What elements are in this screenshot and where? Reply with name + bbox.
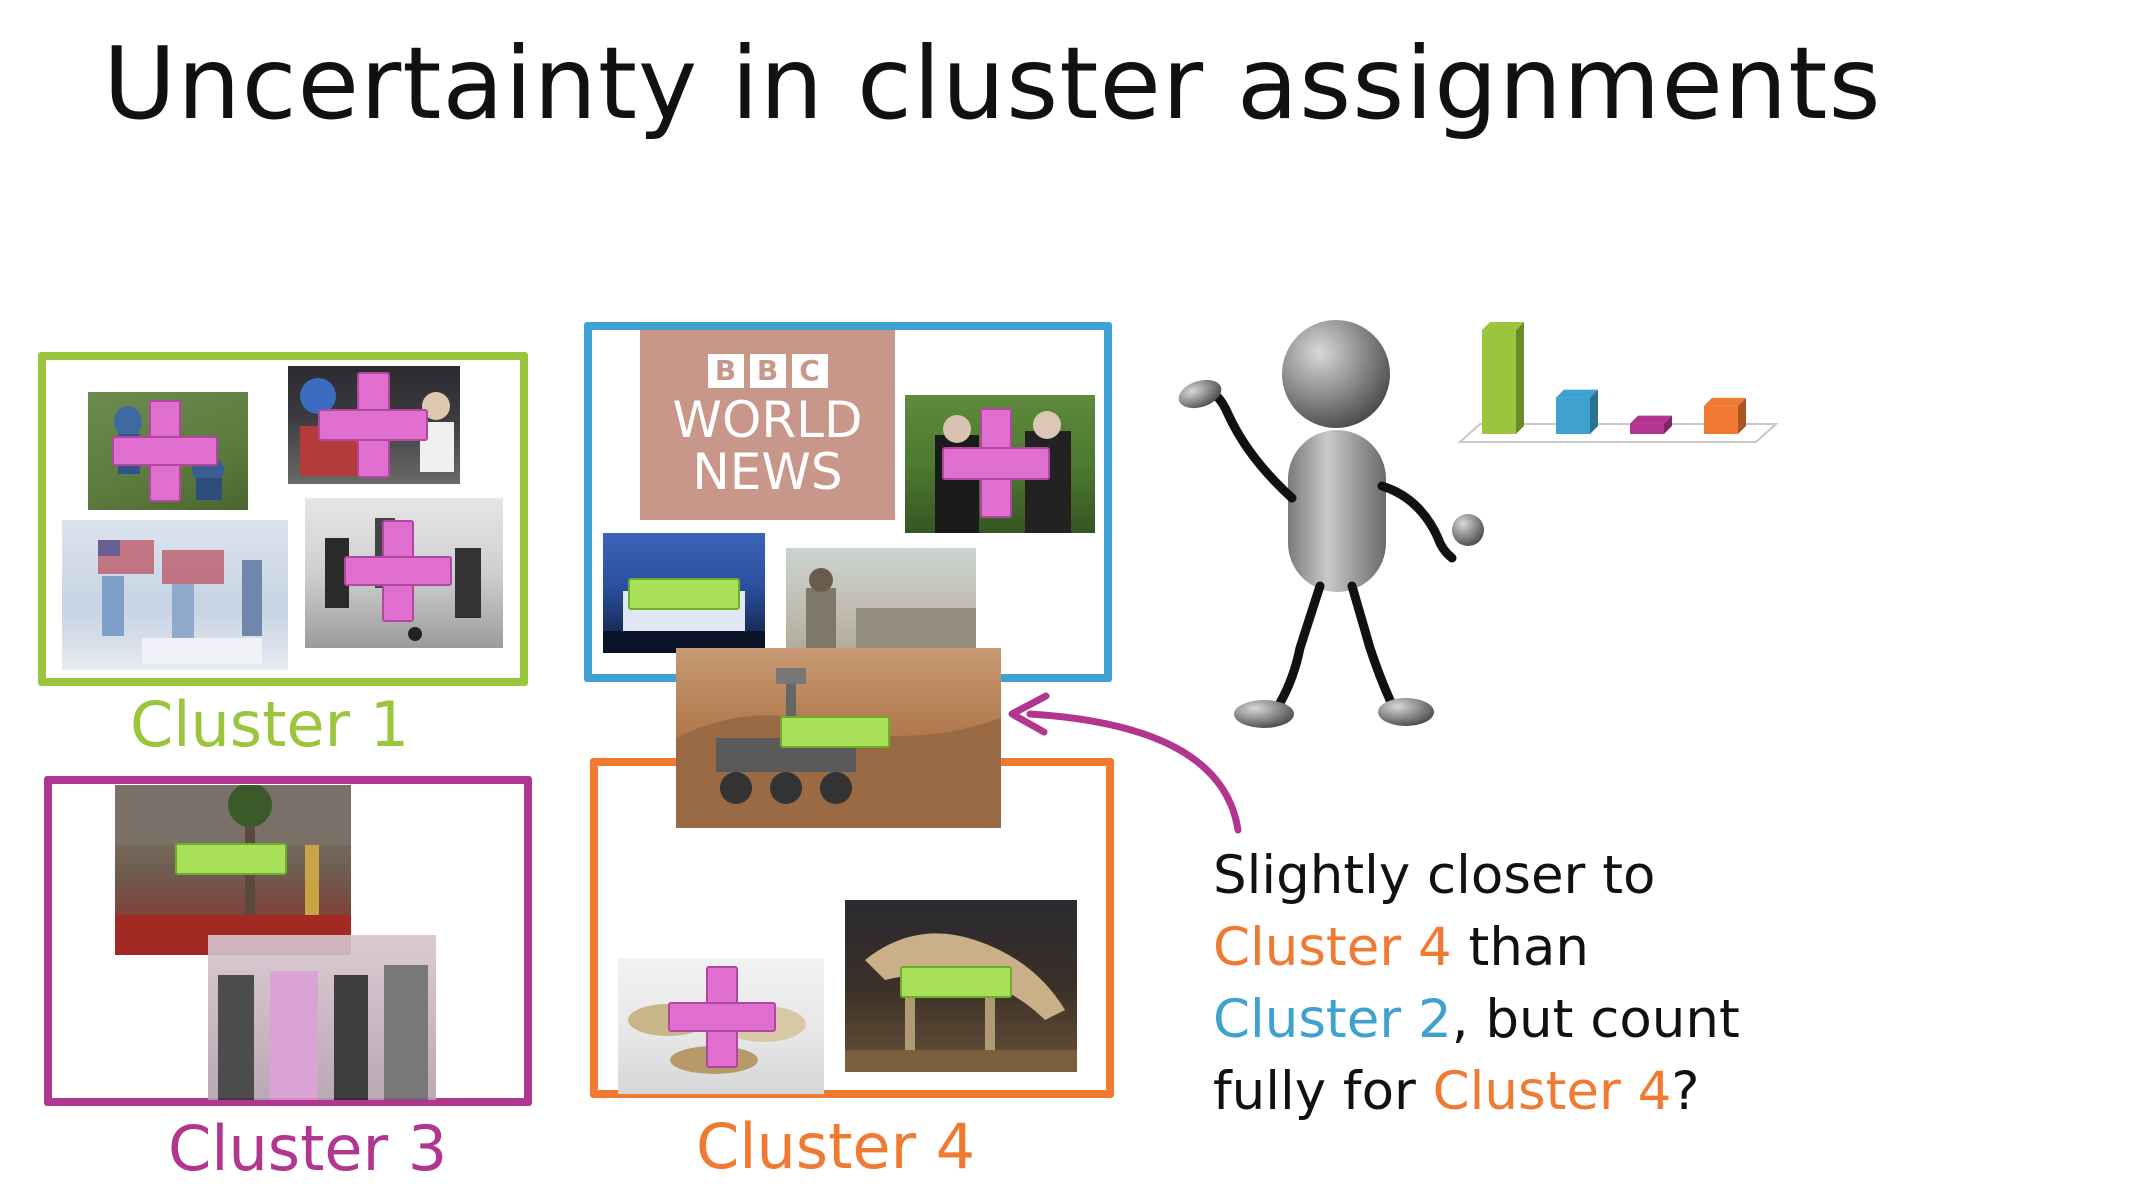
minus-icon [900,966,1012,998]
question-text-part: ? [1671,1061,1700,1122]
slide-title: Uncertainty in cluster assignments [103,25,1882,142]
minus-icon [175,843,287,875]
minus-icon [780,716,890,748]
bbc-block: C [791,354,828,388]
bar-1 [1482,322,1524,434]
cluster-2-mention: Cluster 2 [1213,989,1452,1050]
bar-3 [1630,415,1672,434]
plus-icon [318,372,428,478]
plus-icon [344,520,452,622]
figure-left-leg [1275,581,1325,708]
plus-icon [112,400,218,502]
figure-right-leg [1347,581,1395,705]
question-text-part: , but count [1451,989,1740,1050]
cluster-3-label: Cluster 3 [168,1112,448,1185]
plus-icon [668,966,776,1068]
bbc-block: B [749,354,786,388]
ski-podium-photo [62,520,288,670]
question-text-part: fully for [1213,1061,1433,1122]
boxers-graphic [300,378,454,476]
cluster-1-label: Cluster 1 [130,688,410,761]
bar-2 [1556,389,1598,434]
bar-4 [1704,397,1746,434]
figure-body [1288,430,1386,592]
cluster-4-mention: Cluster 4 [1213,917,1452,978]
question-text: Slightly closer to Cluster 4 than Cluste… [1213,840,1740,1128]
figure-right-hand [1452,514,1484,546]
question-line-4: fully for Cluster 4? [1213,1056,1740,1128]
bbc-line-news: NEWS [692,443,843,501]
figure-left-hand [1178,379,1222,409]
bbc-blocks: B B C [640,354,895,388]
skiers-podium-graphic [98,540,262,664]
bbc-line-world: WORLD [672,391,863,449]
bars-layer [1482,322,1746,434]
curved-arrow [1008,692,1242,834]
chart-floor [1457,423,1779,443]
figure-left-foot [1234,700,1294,728]
actresses-photo [208,935,436,1100]
minus-icon [628,578,740,610]
question-text-part: than [1451,917,1589,978]
cluster-4-mention: Cluster 4 [1432,1061,1672,1122]
question-text-part: Slightly closer to [1213,845,1656,906]
arrow-shaft [1026,710,1242,834]
question-line-1: Slightly closer to [1213,840,1740,912]
figure-head [1282,320,1390,428]
question-line-2: Cluster 4 than [1213,912,1740,984]
assignment-bar-chart [1457,322,1779,443]
cluster-1-box [38,352,528,686]
actresses-graphic [218,965,428,1100]
question-line-3: Cluster 2, but count [1213,984,1740,1056]
plus-icon [942,408,1050,518]
cluster-3-box [44,776,532,1106]
figure-left-arm [1195,383,1297,503]
bbc-block: B [707,354,744,388]
bbc-world-news-logo: B B C WORLD NEWS [640,330,895,520]
figure-right-arm [1377,481,1457,563]
stick-figure [1178,320,1484,728]
arrow-head [1008,692,1050,736]
figure-right-foot [1378,698,1434,726]
mars-rover-photo [676,648,1001,828]
cluster-4-label: Cluster 4 [696,1110,976,1183]
